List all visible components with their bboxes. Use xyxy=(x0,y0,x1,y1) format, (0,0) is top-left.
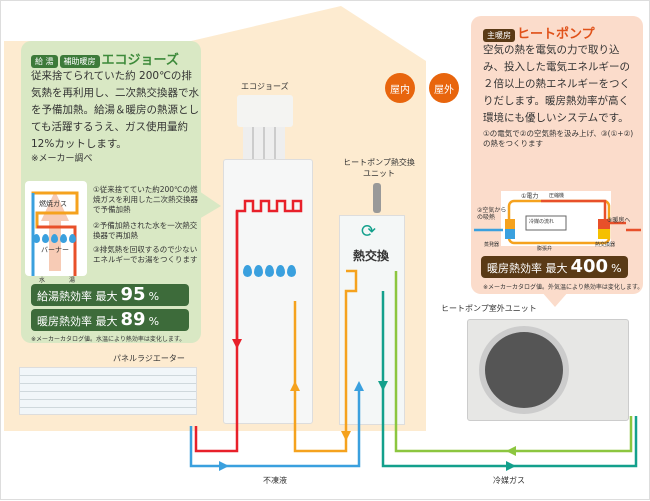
antifreeze-label: 不凍液 xyxy=(263,476,287,485)
air-heat-label: ②空気からの吸熱 xyxy=(477,207,507,221)
efficiency-value: 95 xyxy=(120,284,146,305)
step-2: ②予備加熱された水を一次熱交換器で再加熱 xyxy=(93,221,198,240)
hp-hx-unit-label: ヒートポンプ熱交換ユニット xyxy=(343,158,415,178)
gas-label: 燃焼ガス xyxy=(39,200,67,208)
heatpump-description: 空気の熱を電気の力で取り込み、投入した電気エネルギーの２倍以上の熱エネルギーをつ… xyxy=(483,44,630,124)
arrow xyxy=(378,381,388,391)
efficiency-label: 暖房熱効率 最大 xyxy=(37,315,118,328)
efficiency-unit: % xyxy=(148,290,160,303)
arrow xyxy=(341,431,351,441)
evaporator-label: 蒸発器 xyxy=(484,242,500,248)
flame-icon xyxy=(243,265,298,278)
hot-water-pipe xyxy=(235,199,303,341)
hp-heat-exchange-unit xyxy=(339,215,405,425)
heatpump-cycle xyxy=(474,199,641,245)
refrigerant-flow-label: 冷媒の流れ xyxy=(529,219,555,225)
arrow xyxy=(354,381,364,391)
indoor-badge: 屋内 xyxy=(385,73,415,103)
heatpump-title: ヒートポンプ xyxy=(517,27,595,42)
water-in-label: 水 xyxy=(39,277,46,284)
step-1: ①従来捨てていた約200℃の燃焼ガスを利用した二次熱交換器で予備加熱 xyxy=(93,185,198,214)
panel-radiator xyxy=(19,367,197,415)
heat-exchanger-label: 熱交換器 xyxy=(595,242,616,248)
ecojozu-title: エコジョーズ xyxy=(101,53,179,68)
heatpump-info-panel xyxy=(471,16,643,294)
to-heating-label: ③暖房へ xyxy=(607,217,631,224)
arrow xyxy=(506,446,516,456)
efficiency-label: 給湯熱効率 最大 xyxy=(37,290,118,303)
ecojozu-unit-label: エコジョーズ xyxy=(241,82,289,91)
tag-hot-water: 給 湯 xyxy=(31,55,58,68)
hx-label: 熱交換 xyxy=(353,249,390,263)
teal-refrigerant xyxy=(381,291,638,468)
efficiency-label: 暖房熱効率 最大 xyxy=(487,262,568,275)
outdoor-unit-label: ヒートポンプ室外ユニット xyxy=(441,304,537,313)
pressure-gauge-icon xyxy=(373,183,381,213)
tag-aux-heating: 補助暖房 xyxy=(59,55,100,68)
fan-icon xyxy=(479,326,569,414)
efficiency-unit: % xyxy=(611,262,622,275)
burner-label: バーナー xyxy=(41,246,69,254)
radiator-label: パネルラジエーター xyxy=(113,354,185,363)
expansion-valve-label: 膨張弁 xyxy=(537,246,553,252)
heatpump-footnote: ※メーカーカタログ値。外気温により熱効率は変化します。 xyxy=(483,284,644,291)
hot-water-return xyxy=(194,211,239,453)
outdoor-badge: 屋外 xyxy=(429,73,459,103)
efficiency-unit: % xyxy=(148,315,160,328)
mini-pipes xyxy=(31,191,79,276)
hot-out-label: 湯 xyxy=(69,277,76,284)
ecojozu-pipes xyxy=(243,127,285,159)
burner-flames-icon xyxy=(33,233,81,243)
orange-loop xyxy=(293,269,358,453)
arrow xyxy=(290,381,300,391)
green-refrigerant xyxy=(394,271,633,453)
ecojozu-note: ※メーカー調べ xyxy=(31,154,93,164)
ecojozu-exhaust-cap xyxy=(237,95,293,127)
ecojozu-footnote: ※メーカーカタログ値。水温により熱効率は変化します。 xyxy=(31,336,186,343)
arrow xyxy=(506,461,516,471)
cycle-arrows-icon: ⟳ xyxy=(361,221,377,242)
refrigerant-gas-label: 冷媒ガス xyxy=(493,476,525,485)
step-3: ③排気熱を回収するので少ないエネルギーでお湯をつくります xyxy=(93,245,198,264)
power-label: ①電力 xyxy=(521,193,539,200)
arrow xyxy=(219,461,229,471)
tag-main-heating: 主暖房 xyxy=(483,29,515,42)
efficiency-value: 400 xyxy=(570,256,609,277)
bubble-pointer xyxy=(541,291,569,307)
heatpump-summary: ①の電気で②の空気熱を汲み上げ、③(①+②)の熱をつくります xyxy=(483,129,634,148)
efficiency-value: 89 xyxy=(120,309,146,330)
arrow xyxy=(232,339,242,349)
ecojozu-description: 従来捨てられていた約 200℃の排気熱を再利用し、二次熱交換器で水を予備加熱。給… xyxy=(31,70,199,150)
bubble-pointer xyxy=(199,191,221,219)
antifreeze-pipe xyxy=(189,386,361,468)
compressor-label: 圧縮機 xyxy=(549,193,565,199)
